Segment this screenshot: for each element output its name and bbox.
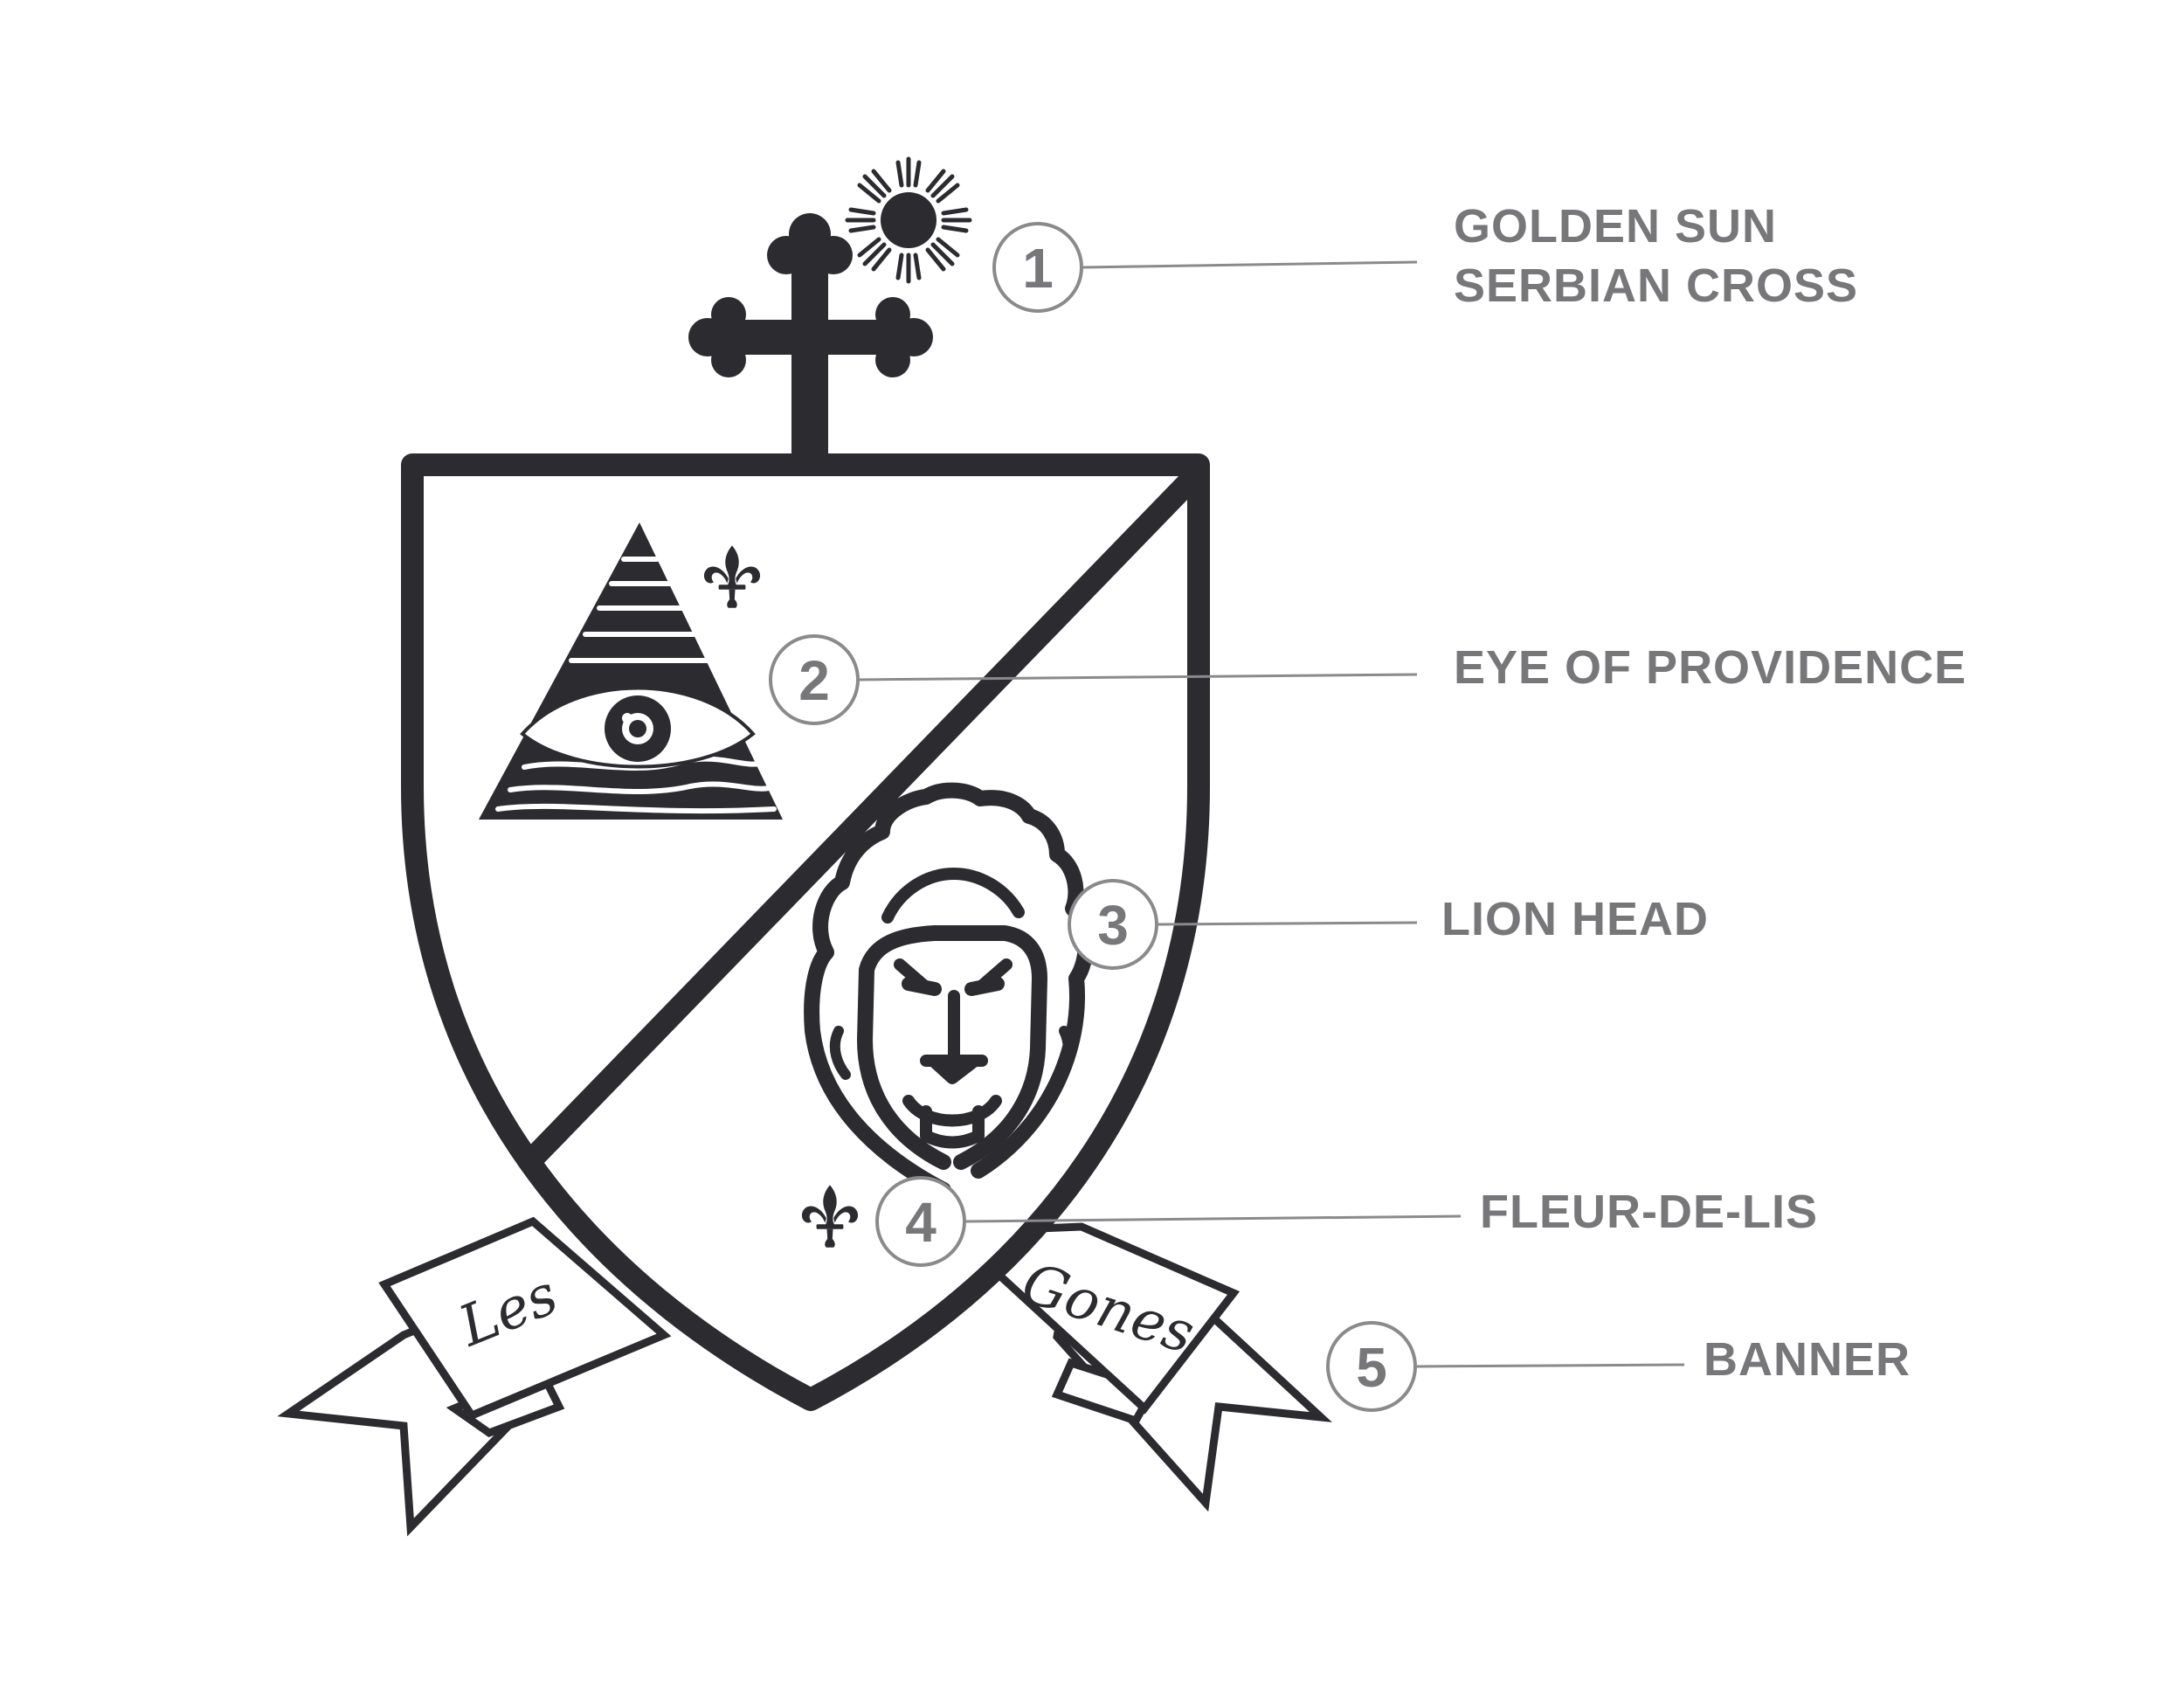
callout-circle-4 — [875, 1176, 966, 1267]
callout-label-5: BANNER — [1704, 1333, 1911, 1386]
serbian-cross-icon — [688, 213, 933, 472]
banner-ribbon — [277, 1216, 1332, 1537]
callout-label-2: EYE OF PROVIDENCE — [1454, 641, 1966, 694]
callout-number-4: 4 — [905, 1191, 936, 1254]
callout-circle-2 — [769, 634, 860, 725]
callout-circle-3 — [1068, 879, 1158, 970]
eye-of-providence-icon — [479, 522, 783, 820]
leader-line-4 — [964, 1214, 1462, 1223]
shield-diagonal-divider — [515, 465, 1199, 1176]
callout-4: 4 FLEUR-DE-LIS — [875, 1176, 1818, 1267]
callout-5: 5 BANNER — [1326, 1321, 1911, 1412]
callout-3: 3 LION HEAD — [1068, 879, 1709, 970]
callout-circle-5 — [1326, 1321, 1417, 1412]
leader-line-2 — [857, 673, 1418, 681]
leader-line-3 — [1158, 921, 1418, 926]
callout-number-1: 1 — [1022, 237, 1054, 300]
leader-line-1 — [1082, 260, 1418, 269]
callout-label-1b: SERBIAN CROSS — [1454, 259, 1858, 312]
callout-number-5: 5 — [1356, 1336, 1387, 1399]
callout-2: 2 EYE OF PROVIDENCE — [769, 634, 1966, 725]
callout-number-3: 3 — [1097, 894, 1129, 957]
callout-label-1a: GOLDEN SUN — [1454, 200, 1777, 253]
callout-circle-1 — [992, 222, 1083, 313]
leader-line-5 — [1416, 1363, 1685, 1368]
callout-number-2: 2 — [798, 649, 830, 712]
callout-1: 1 GOLDEN SUN SERBIAN CROSS — [992, 200, 1858, 313]
banner-left-panel — [378, 1216, 672, 1421]
sun-icon — [845, 156, 972, 284]
callout-label-4: FLEUR-DE-LIS — [1480, 1186, 1818, 1238]
callout-label-3: LION HEAD — [1441, 893, 1709, 945]
